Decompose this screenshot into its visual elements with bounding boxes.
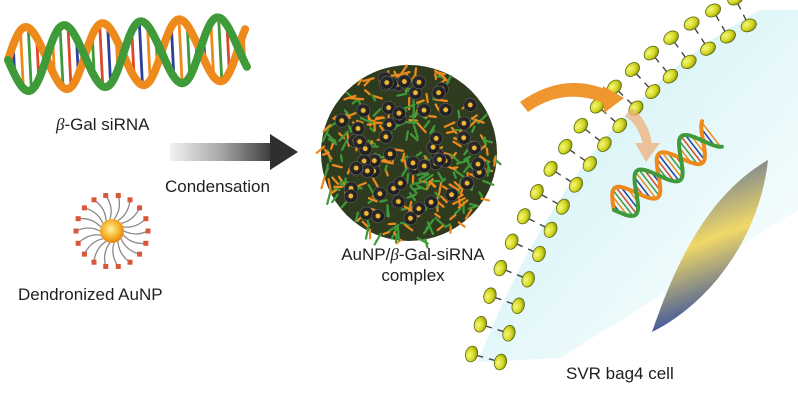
aunp-sirna-complex-icon	[315, 64, 502, 249]
dendronized-aunp-icon	[73, 193, 151, 269]
released-sirna-icon	[610, 119, 724, 218]
sirna-helix-icon	[4, 13, 251, 95]
condensation-arrow-icon	[170, 134, 298, 170]
cell-interior	[478, 10, 798, 362]
nucleus	[652, 160, 768, 332]
complex-label: AuNP/β-Gal-siRNA complex	[341, 245, 485, 285]
dendronized-aunp-label: Dendronized AuNP	[18, 285, 163, 304]
condensation-label: Condensation	[165, 177, 270, 196]
cell-label: SVR bag4 cell	[566, 364, 674, 383]
sirna-label: β-Gal siRNA	[56, 115, 150, 134]
cell-membrane-bilayer	[464, 0, 757, 371]
release-arrow-icon	[625, 108, 660, 162]
uptake-arrow-icon	[520, 83, 624, 113]
